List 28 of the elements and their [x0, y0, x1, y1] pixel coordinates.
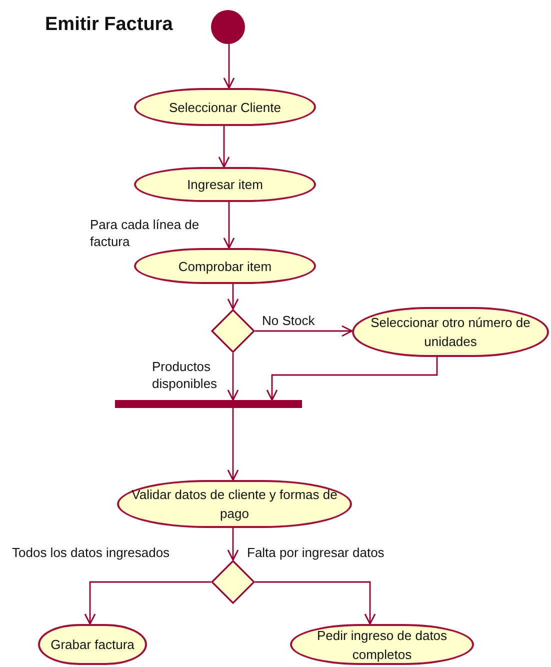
- decision-diamond: [211, 309, 255, 353]
- activity-label: Grabar factura: [50, 636, 134, 654]
- activity-label: Seleccionar Cliente: [168, 98, 281, 116]
- arrow: [223, 44, 235, 89]
- arrow: [223, 202, 235, 249]
- start-node: [211, 10, 245, 44]
- edge-label: Todos los datos ingresados: [12, 544, 170, 561]
- edge-label: Para cada línea de factura: [90, 216, 200, 250]
- arrow: [227, 284, 239, 310]
- arrow: [266, 357, 438, 401]
- decision-diamond: [211, 560, 255, 604]
- arrow: [84, 581, 211, 625]
- activity-label: Validar datos de cliente y formas de pago: [130, 486, 338, 523]
- arrow: [218, 126, 230, 168]
- edge-label: Falta por ingresar datos: [247, 544, 384, 561]
- diagram-title: Emitir Factura: [45, 14, 173, 36]
- edge-label: No Stock: [262, 312, 315, 329]
- arrow: [227, 353, 239, 401]
- arrow: [227, 528, 239, 561]
- arrow: [255, 581, 376, 625]
- activity-label: Seleccionar otro número de unidades: [370, 314, 532, 351]
- activity-label: Comprobar item: [178, 258, 272, 276]
- activity-label: Pedir ingreso de datos completos: [316, 626, 448, 664]
- sync-bar: [115, 400, 302, 408]
- edge-label: Productos disponibles: [152, 358, 218, 392]
- arrow: [227, 408, 239, 481]
- arrow: [255, 325, 353, 337]
- activity-label: Ingresar item: [187, 176, 263, 194]
